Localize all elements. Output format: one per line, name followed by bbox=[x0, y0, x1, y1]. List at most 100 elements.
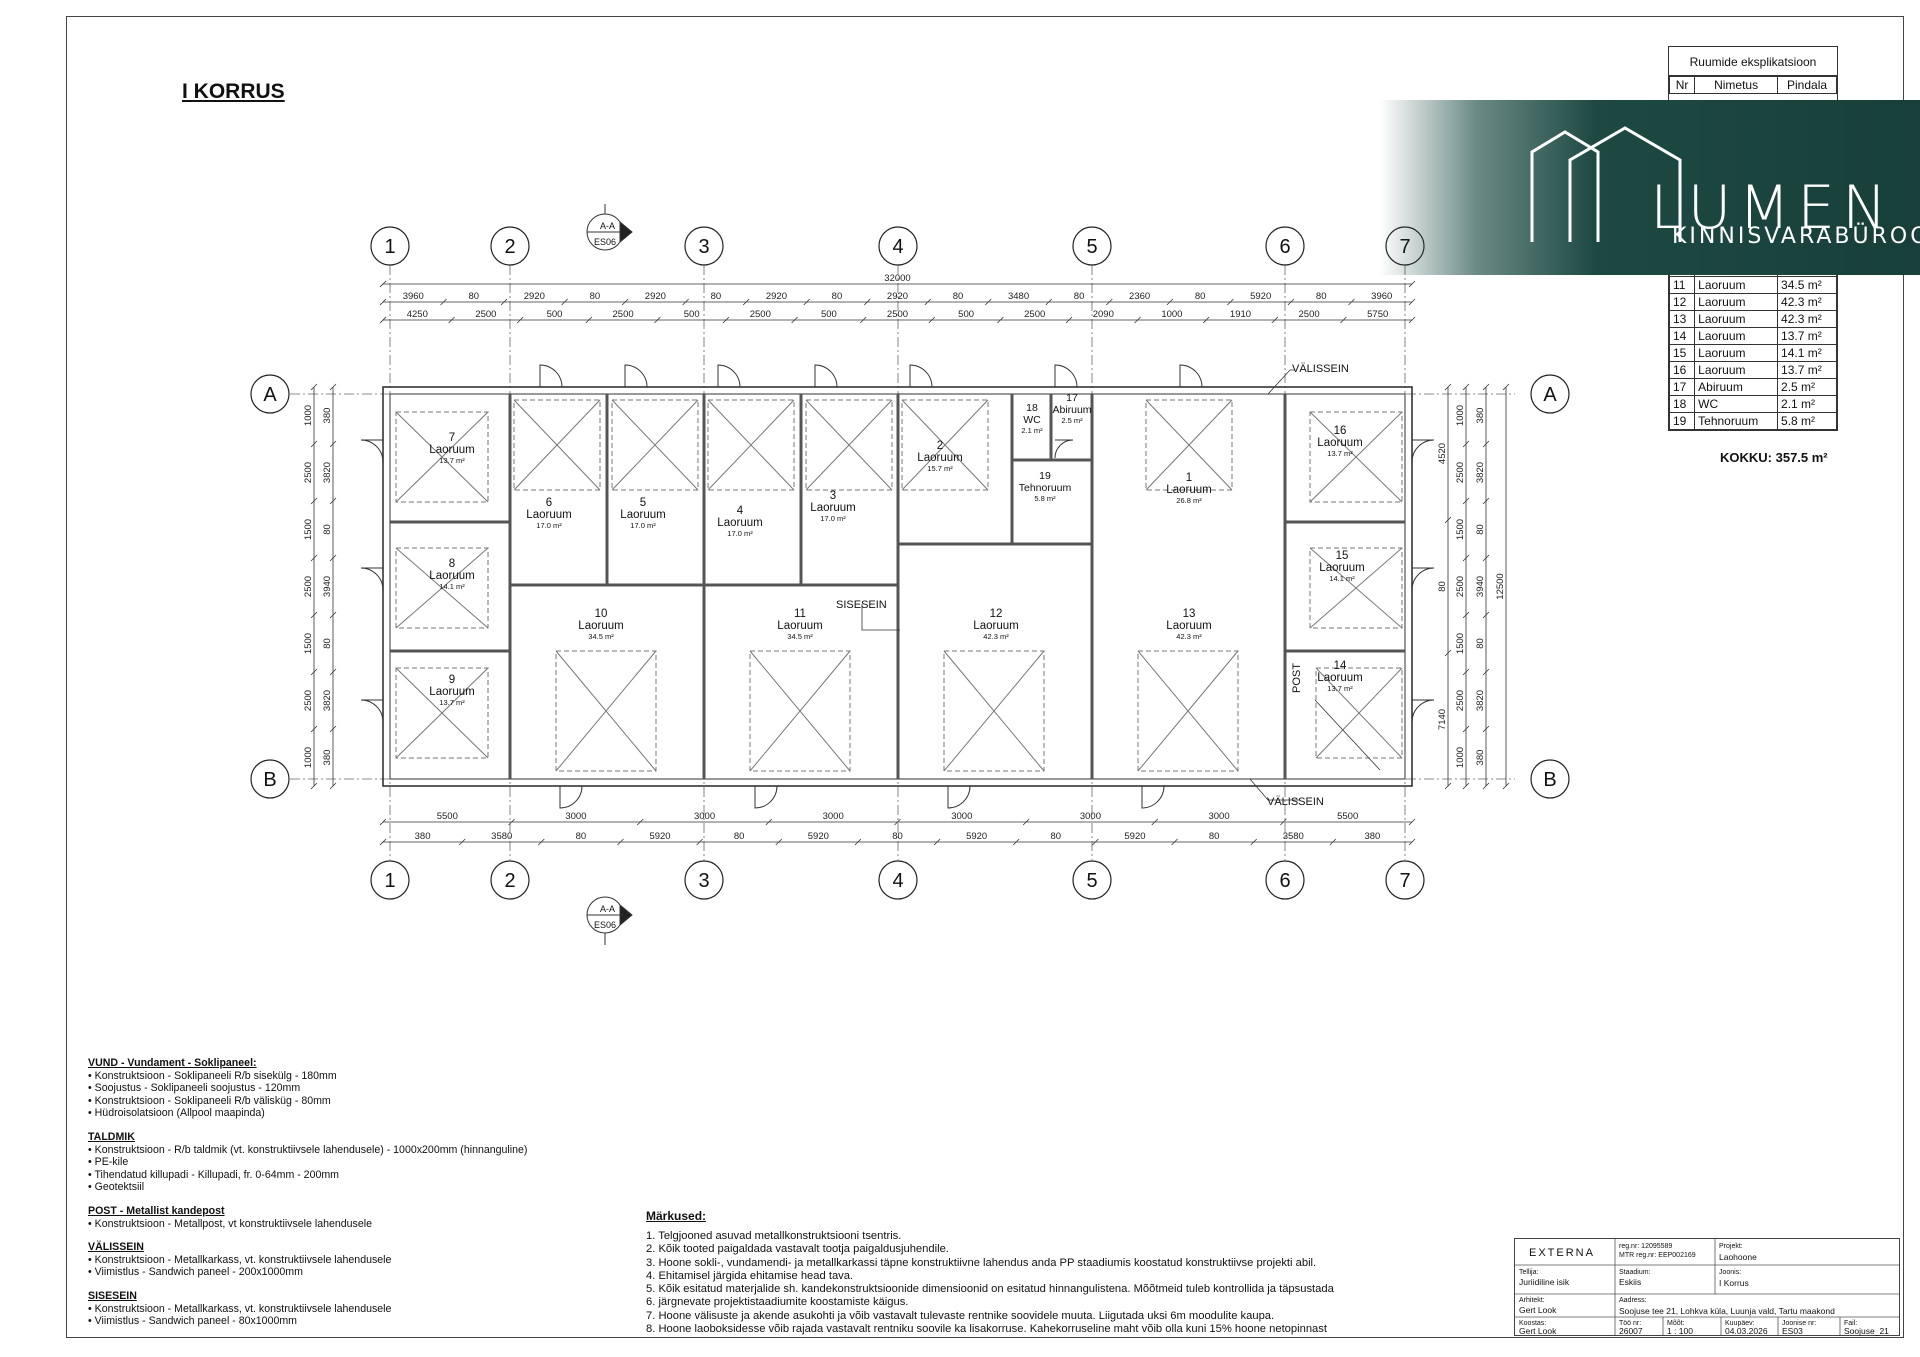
axis-bubble-bottom-4: 4 bbox=[878, 860, 918, 900]
svg-text:3820: 3820 bbox=[322, 462, 333, 483]
svg-text:3820: 3820 bbox=[1475, 462, 1486, 483]
svg-text:80: 80 bbox=[832, 291, 843, 302]
svg-text:80: 80 bbox=[322, 638, 333, 649]
note-item: 8. Hoone laoboksidesse võib rajada vasta… bbox=[646, 1323, 1327, 1336]
section-sheet-top: ES06 bbox=[594, 237, 617, 247]
svg-text:80: 80 bbox=[1074, 291, 1085, 302]
door bbox=[909, 364, 933, 388]
svg-text:1000: 1000 bbox=[303, 405, 314, 426]
spec-line: • Konstruktsioon - R/b taldmik (vt. kons… bbox=[88, 1143, 528, 1156]
axis-bubble-bottom-2: 2 bbox=[490, 860, 530, 900]
svg-text:1910: 1910 bbox=[1230, 309, 1251, 320]
rack-12 bbox=[1315, 667, 1403, 759]
staadium-value: Eskiis bbox=[1619, 1277, 1642, 1287]
svg-text:80: 80 bbox=[1475, 638, 1486, 649]
svg-text:2500: 2500 bbox=[1455, 690, 1466, 711]
svg-text:3580: 3580 bbox=[491, 831, 512, 842]
door bbox=[1054, 439, 1074, 459]
note-item: 7. Hoone välisuste ja akende asukohti ja… bbox=[646, 1309, 1275, 1322]
svg-text:500: 500 bbox=[684, 309, 700, 320]
joonise-nr-label: Joonise nr: bbox=[1782, 1320, 1817, 1327]
joonise-nr-value: ES03 bbox=[1782, 1326, 1803, 1336]
door bbox=[1411, 567, 1435, 591]
leaders bbox=[861, 369, 1381, 801]
logo-subtitle: KINNISVARABÜROO bbox=[1672, 224, 1920, 249]
page-title: I KORRUS bbox=[182, 80, 285, 103]
rack-15 bbox=[943, 650, 1045, 772]
svg-text:1000: 1000 bbox=[1455, 747, 1466, 768]
svg-text:380: 380 bbox=[1364, 831, 1380, 842]
svg-text:1500: 1500 bbox=[303, 519, 314, 540]
svg-text:3940: 3940 bbox=[322, 576, 333, 597]
fail-value: Soojuse_21 bbox=[1844, 1326, 1889, 1336]
rack-9 bbox=[1309, 547, 1403, 629]
axis-bubble-top-6: 6 bbox=[1265, 226, 1305, 266]
note-item: 3. Hoone sokli-, vundamendi- ja metallka… bbox=[646, 1256, 1317, 1269]
col-nr: Nr bbox=[1668, 76, 1696, 94]
svg-text:80: 80 bbox=[1195, 291, 1206, 302]
section-sheet-bottom: ES06 bbox=[594, 920, 617, 930]
door bbox=[624, 364, 648, 388]
too-value: 26007 bbox=[1619, 1326, 1643, 1336]
spec-line: • Viimistlus - Sandwich paneel - 80x1000… bbox=[88, 1315, 298, 1328]
door bbox=[1411, 699, 1435, 723]
svg-text:3820: 3820 bbox=[1475, 690, 1486, 711]
svg-text:12500: 12500 bbox=[1495, 573, 1506, 599]
svg-text:4: 4 bbox=[892, 236, 903, 258]
rack-16 bbox=[1137, 650, 1239, 772]
spec-group: POST - Metallist kandepost• Konstruktsio… bbox=[88, 1205, 648, 1230]
door bbox=[754, 785, 778, 809]
door bbox=[1141, 785, 1165, 809]
rack-2 bbox=[513, 399, 601, 491]
door bbox=[1054, 364, 1078, 388]
axis-bubble-top-1: 1 bbox=[370, 226, 410, 266]
svg-text:3480: 3480 bbox=[1008, 291, 1029, 302]
spec-line: • Konstruktsioon - Metallpost, vt konstr… bbox=[88, 1217, 372, 1230]
note-item: 6. järgnevate projektistaadiumite koosta… bbox=[646, 1296, 909, 1309]
label-valissein-bottom: VÄLISSEIN bbox=[1267, 796, 1324, 808]
svg-text:500: 500 bbox=[958, 309, 974, 320]
svg-text:5920: 5920 bbox=[649, 831, 670, 842]
title-block: EXTERNA reg.nr: 12095589 MTR reg.nr: EEP… bbox=[1514, 1238, 1900, 1336]
svg-text:5: 5 bbox=[1086, 870, 1097, 892]
svg-text:1000: 1000 bbox=[1161, 309, 1182, 320]
svg-text:2: 2 bbox=[504, 870, 515, 892]
svg-text:80: 80 bbox=[711, 291, 722, 302]
door bbox=[360, 439, 384, 463]
rack-5 bbox=[805, 399, 893, 491]
tellija-label: Tellija: bbox=[1519, 1269, 1539, 1276]
axis-bubble-top-2: 2 bbox=[490, 226, 530, 266]
spec-group: SISESEIN• Konstruktsioon - Metallkarkass… bbox=[88, 1290, 648, 1328]
svg-text:2920: 2920 bbox=[766, 291, 787, 302]
svg-text:2500: 2500 bbox=[303, 690, 314, 711]
company-mtr: MTR reg.nr: EEP002169 bbox=[1619, 1252, 1696, 1259]
svg-text:5920: 5920 bbox=[808, 831, 829, 842]
spec-line: • Hüdroisolatsioon (Allpool maapinda) bbox=[88, 1107, 265, 1120]
logo-brand: LUMEN bbox=[1650, 173, 1894, 243]
svg-text:1500: 1500 bbox=[1455, 519, 1466, 540]
svg-text:380: 380 bbox=[415, 831, 431, 842]
note-item: 1. Telgjooned asuvad metallkonstruktsioo… bbox=[646, 1230, 902, 1242]
storage-racks bbox=[395, 399, 1403, 772]
drawing-frame bbox=[66, 16, 1904, 1338]
svg-text:5750: 5750 bbox=[1367, 309, 1388, 320]
svg-text:500: 500 bbox=[821, 309, 837, 320]
svg-text:2500: 2500 bbox=[1024, 309, 1045, 320]
svg-text:5920: 5920 bbox=[966, 831, 987, 842]
col-nimetus: Nimetus bbox=[1694, 76, 1779, 94]
svg-text:A: A bbox=[1543, 384, 1557, 406]
svg-text:2500: 2500 bbox=[475, 309, 496, 320]
